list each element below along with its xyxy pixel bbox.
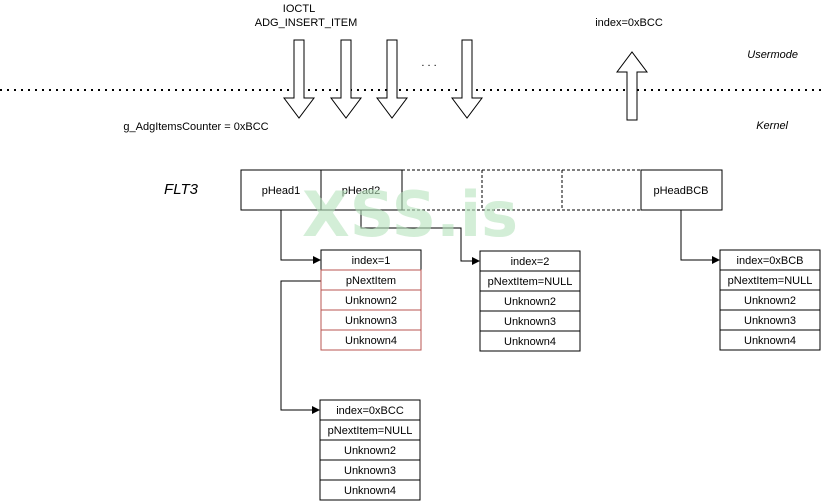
counter-label: g_AdgItemsCounter = 0xBCC <box>123 121 268 133</box>
down-arrow-icon <box>451 39 483 119</box>
item-field-label: Unknown4 <box>344 485 396 497</box>
down-arrow-icon <box>283 39 315 119</box>
connector-head2-item2 <box>360 210 480 265</box>
item-field-label: index=2 <box>511 256 550 268</box>
down-arrow-icon <box>330 39 362 119</box>
head-cell-2 <box>320 169 403 211</box>
index-return-label: index=0xBCC <box>595 17 663 29</box>
item-field-cell <box>719 329 821 351</box>
item-field-label: Unknown3 <box>504 316 556 328</box>
down-arrow-icon <box>376 39 408 119</box>
item-field-label: Unknown4 <box>744 335 796 347</box>
item-record-itemBCC: index=0xBCC pNextItem=NULL Unknown2Unknown… <box>319 399 421 501</box>
head-cell-1 <box>240 169 323 211</box>
connector-head1-item1 <box>280 210 321 264</box>
up-arrow-icon <box>616 51 648 121</box>
kernel-label: Kernel <box>756 120 788 132</box>
down-arrows <box>283 39 483 119</box>
connector-headbcb-itembcb <box>680 210 720 264</box>
item-field-label: index=1 <box>352 255 391 267</box>
item-field-cell <box>479 330 581 352</box>
item-field-label: pNextItem=NULL <box>728 275 813 287</box>
item-field-label: pNextItem <box>346 275 396 287</box>
item-field-label: pNextItem=NULL <box>328 425 413 437</box>
item-field-cell <box>320 329 422 351</box>
ellipsis-label: . . . <box>421 57 436 69</box>
item-field-label: index=0xBCB <box>737 255 804 267</box>
item-record-itemBCB: index=0xBCB pNextItem=NULL Unknown2Unknown… <box>719 249 821 351</box>
item-field-label: Unknown2 <box>344 445 396 457</box>
item-field-cell <box>319 479 421 501</box>
item-field-label: Unknown3 <box>345 315 397 327</box>
item-field-label: index=0xBCC <box>336 405 404 417</box>
item-field-label: Unknown3 <box>344 465 396 477</box>
item-field-label: pNextItem=NULL <box>488 276 573 288</box>
head-array: pHead1 pHead2 pHeadBCB <box>240 169 723 211</box>
item-field-label: Unknown3 <box>744 315 796 327</box>
head-cell-label: pHeadBCB <box>653 185 708 197</box>
ioctl-code-label: ADG_INSERT_ITEM <box>255 17 358 29</box>
watermark-logo: XSS.is <box>302 178 518 251</box>
item-record-item2: index=2 pNextItem=NULL Unknown2Unknown3Unk… <box>479 250 581 352</box>
connectors <box>280 210 720 414</box>
item-field-label: Unknown4 <box>345 335 397 347</box>
item-field-label: Unknown2 <box>345 295 397 307</box>
connector-next-itembcc <box>280 280 321 414</box>
head-cell-bcb <box>640 169 723 211</box>
item-records: index=1pNextItemUnknown2Unknown3Unknown4… <box>319 249 821 501</box>
item-field-label: Unknown2 <box>744 295 796 307</box>
ioctl-label: IOCTL <box>283 3 315 15</box>
head-cell-label: pHead2 <box>342 185 381 197</box>
usermode-label: Usermode <box>747 49 798 61</box>
item-field-label: Unknown2 <box>504 296 556 308</box>
head-cell-label: pHead1 <box>262 185 301 197</box>
item-field-label: Unknown4 <box>504 336 556 348</box>
flt3-label: FLT3 <box>164 181 199 198</box>
